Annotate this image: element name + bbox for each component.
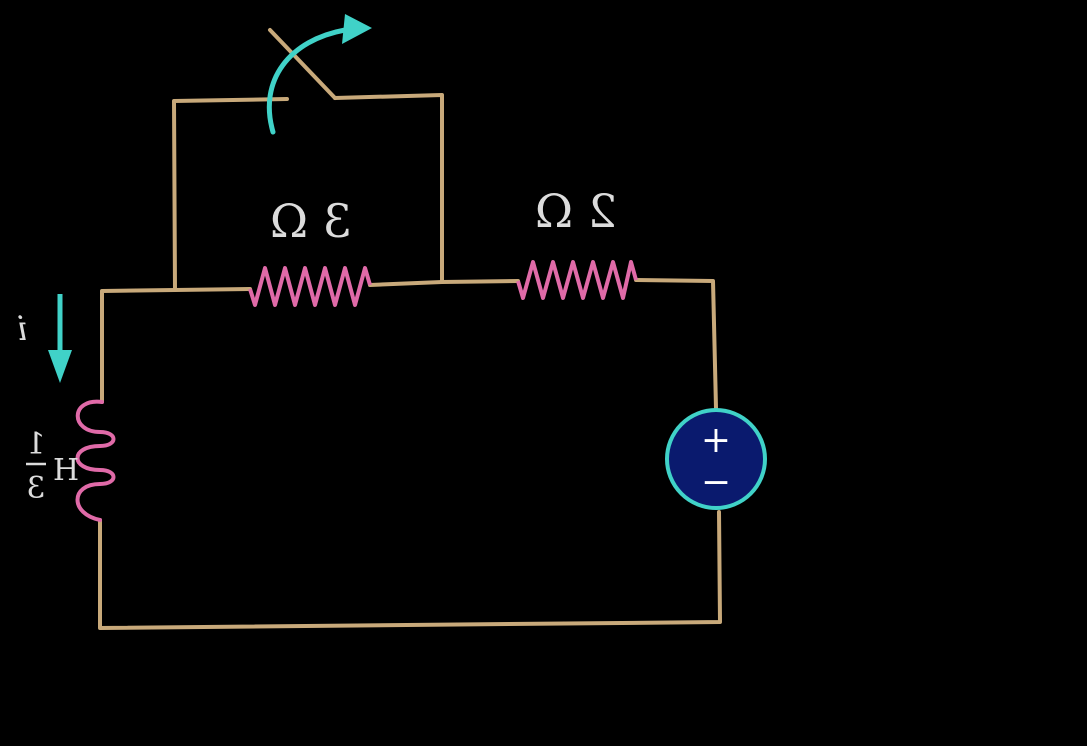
inductor-denominator: 3 xyxy=(26,471,45,506)
inductor-coil xyxy=(75,399,116,522)
switch-branch-right-wire xyxy=(333,93,444,284)
switch-blade xyxy=(268,28,337,100)
source-minus: − xyxy=(701,462,731,503)
voltage-source: + − xyxy=(665,408,767,510)
switch-arrow-head xyxy=(342,14,372,44)
label-current: i xyxy=(17,309,28,349)
inductor-unit: H xyxy=(53,453,79,488)
label-resistor-2ohm: 2 Ω xyxy=(535,184,617,238)
resistor-3ohm-label: 3 Ω xyxy=(270,194,352,248)
wires xyxy=(98,28,722,630)
label-resistor-3ohm: 3 Ω xyxy=(270,194,352,248)
resistor-2ohm-label: 2 Ω xyxy=(535,184,617,238)
resistor-2ohm xyxy=(516,260,638,300)
inductor-numerator: 1 xyxy=(26,427,45,462)
bottom-right-wire xyxy=(98,510,722,630)
label-inductor: 1 3 H xyxy=(26,427,79,506)
top-left-wire xyxy=(100,287,252,404)
current-arrow-head xyxy=(48,350,72,383)
top-right-wire xyxy=(634,278,718,410)
source-plus: + xyxy=(701,420,731,461)
source-circle xyxy=(665,408,767,510)
switch-arrow-arc xyxy=(266,27,348,135)
switch-branch-wire xyxy=(172,97,289,292)
resistor-3ohm xyxy=(248,266,372,307)
current-label: i xyxy=(17,309,28,349)
